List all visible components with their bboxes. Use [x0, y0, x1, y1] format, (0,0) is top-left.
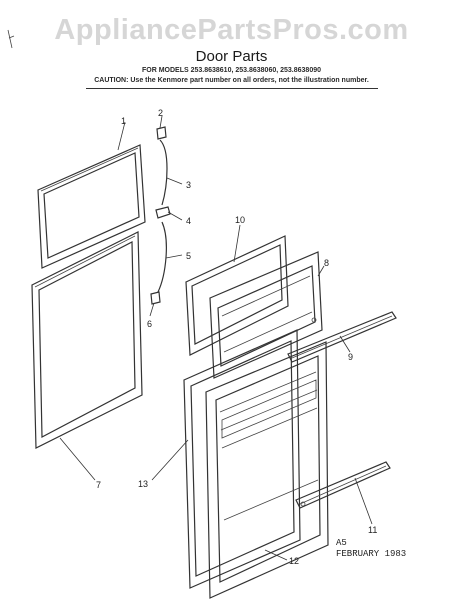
- revision-code: A5: [336, 538, 347, 548]
- callout-12: 12: [289, 556, 299, 566]
- fresh-food-liner-frame: [183, 329, 301, 589]
- callout-5: 5: [186, 251, 191, 261]
- leader-lines: [59, 115, 373, 561]
- callout-10: 10: [235, 215, 245, 225]
- page-title: Door Parts: [195, 48, 268, 65]
- freezer-door-liner-frame: [185, 235, 289, 356]
- fresh-food-door-stop: [157, 221, 167, 293]
- freezer-door-gasket: [37, 144, 146, 269]
- fresh-food-door-liner: [205, 341, 329, 599]
- model-numbers: FOR MODELS 253.8638610, 253.8638060, 253…: [141, 67, 322, 74]
- callout-3: 3: [186, 180, 191, 190]
- freezer-door-stop: [159, 139, 168, 206]
- callout-8: 8: [324, 258, 329, 268]
- hinge-assembly: [150, 126, 171, 305]
- callout-9: 9: [348, 352, 353, 362]
- watermark: AppliancePartsPros.com: [54, 14, 409, 46]
- callout-11: 11: [368, 525, 377, 535]
- callout-13: 13: [138, 479, 148, 489]
- fresh-food-door-gasket: [31, 231, 143, 449]
- freezer-shelf-rail: [287, 311, 397, 363]
- callout-6: 6: [147, 319, 152, 329]
- fresh-food-shelf-rail: [295, 461, 391, 509]
- center-hinge: [155, 206, 171, 219]
- caution-note: CAUTION: Use the Kenmore part number on …: [94, 77, 369, 84]
- callout-7: 7: [96, 480, 101, 490]
- upper-hinge-pin: [156, 126, 167, 140]
- freezer-door-liner: [209, 251, 323, 379]
- margin-mark: [7, 29, 15, 49]
- callout-2: 2: [158, 108, 163, 118]
- lower-hinge-pin: [150, 291, 161, 305]
- header-divider: [86, 88, 378, 89]
- callout-4: 4: [186, 216, 191, 226]
- callout-1: 1: [121, 116, 126, 126]
- revision-date: FEBRUARY 1983: [336, 549, 407, 559]
